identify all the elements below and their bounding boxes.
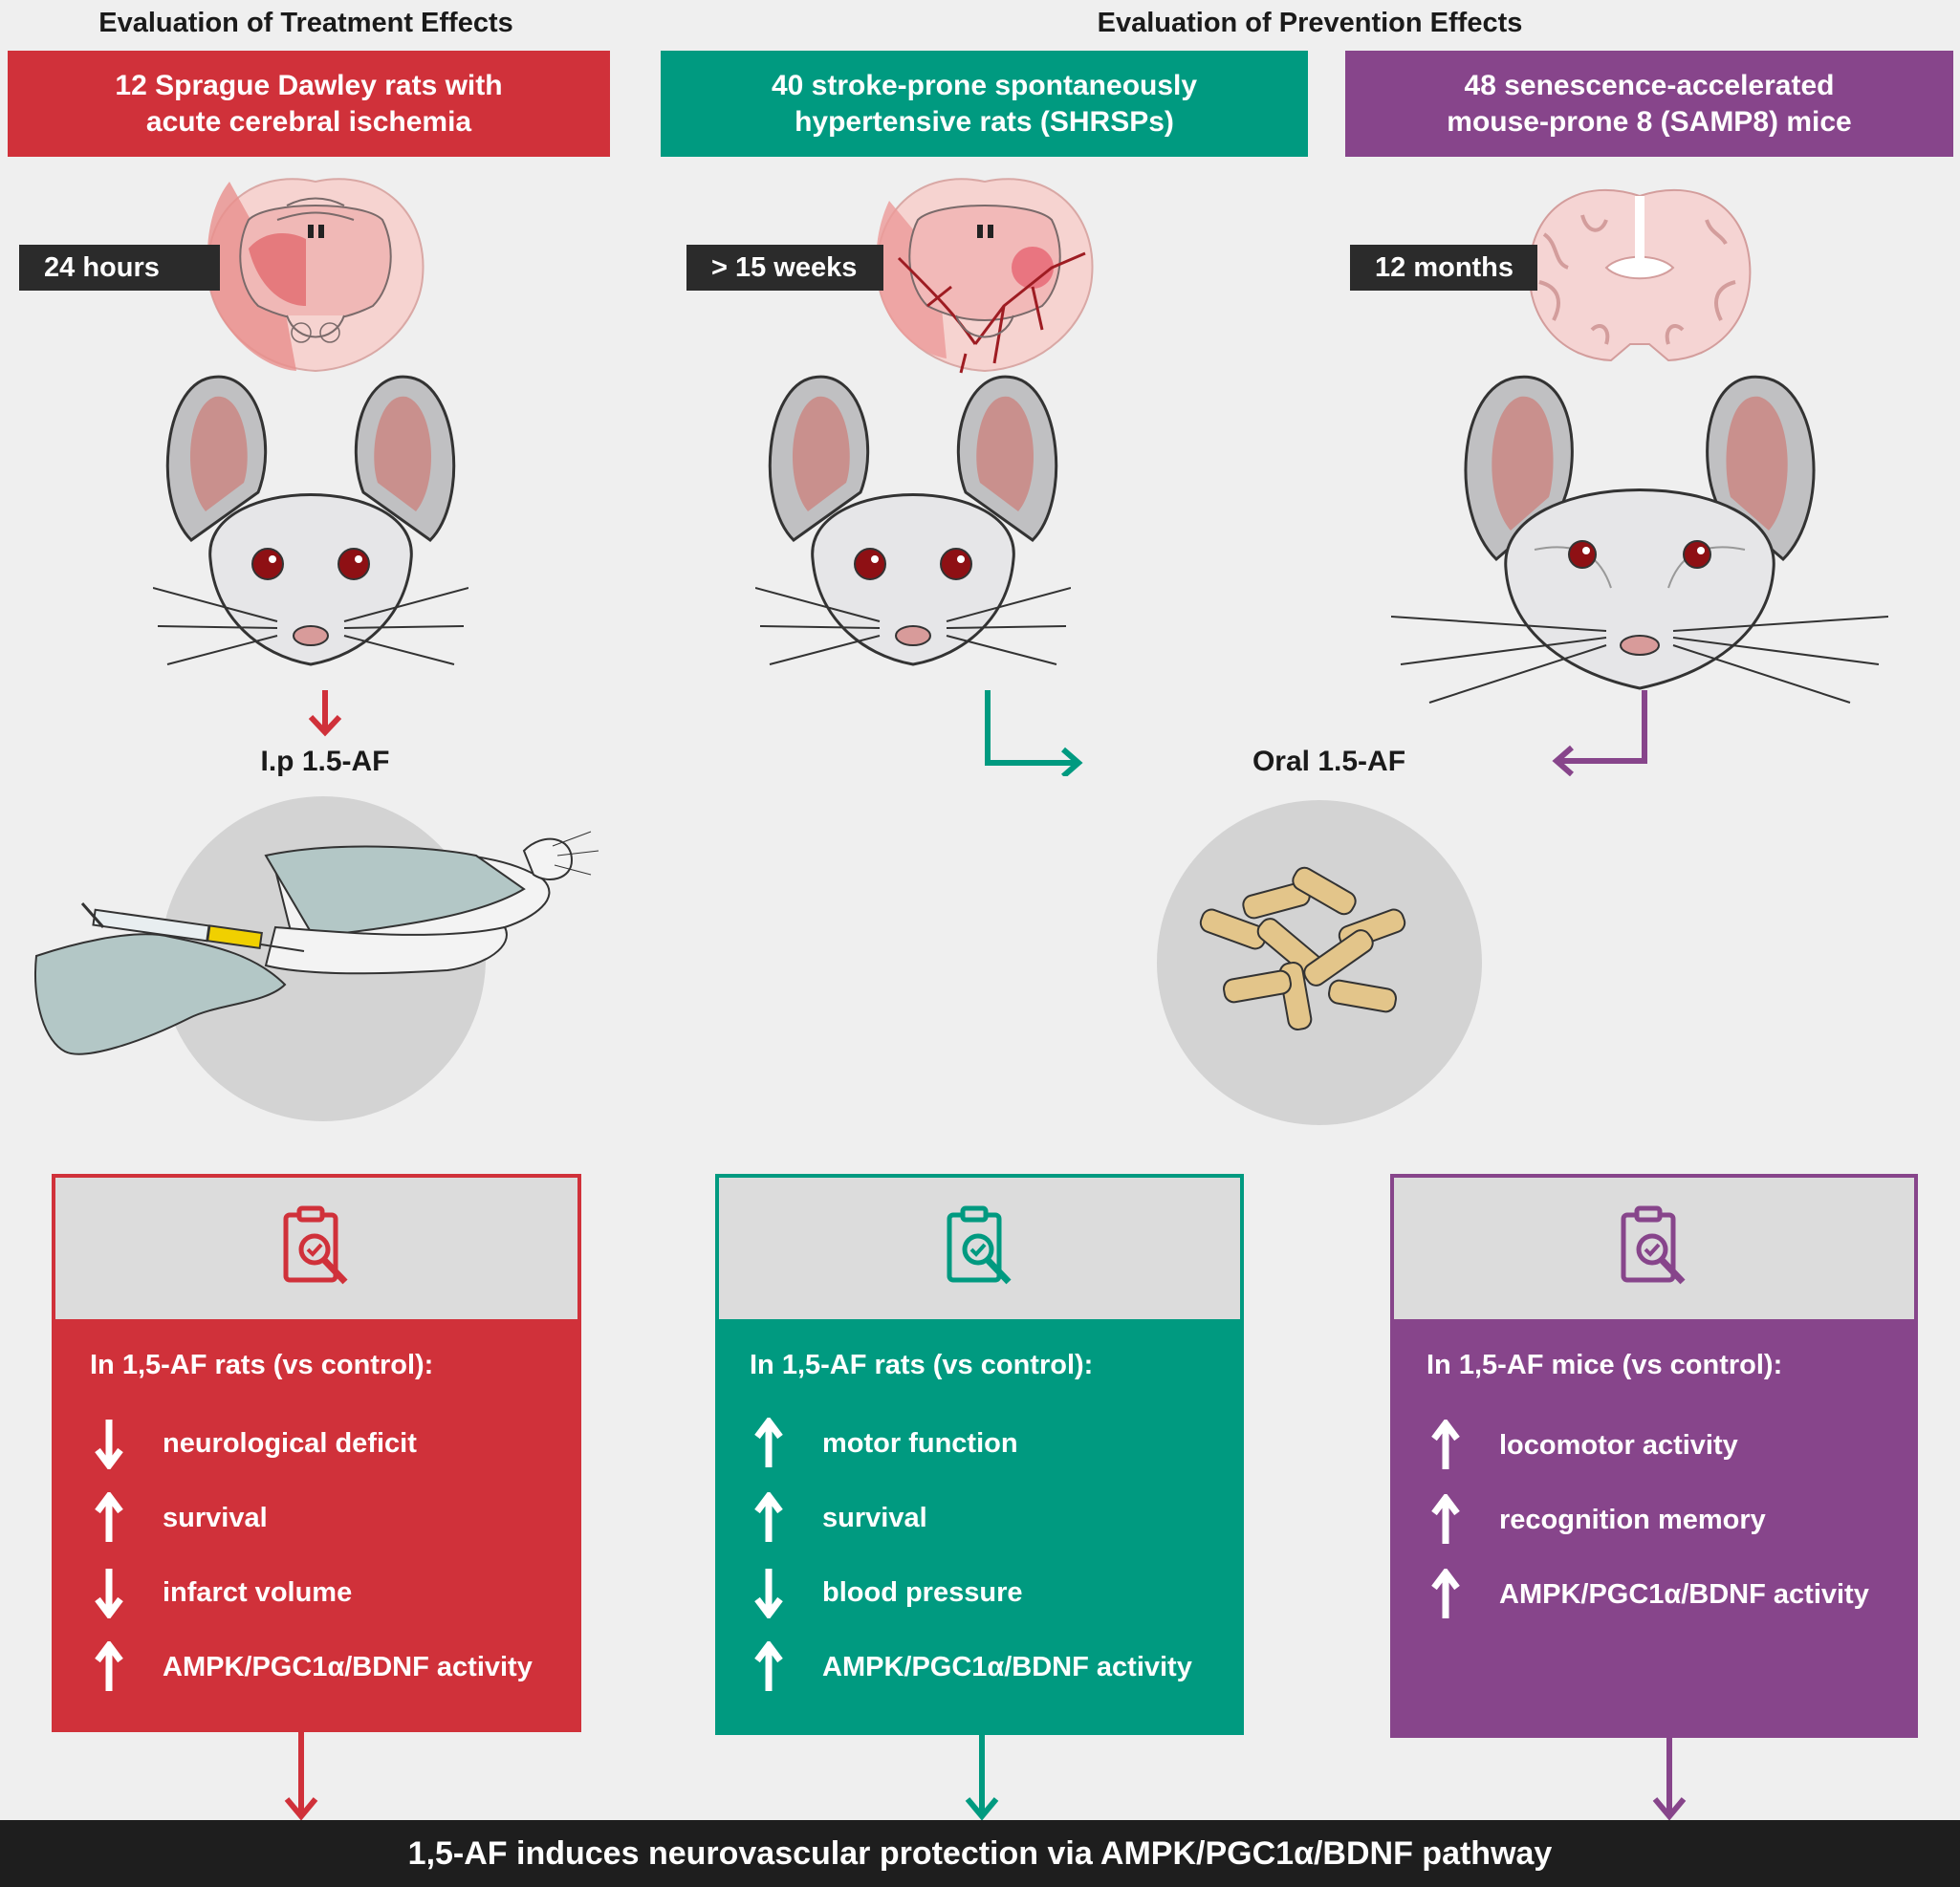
result-item: survival [750,1489,927,1547]
up-arrow-icon [1431,1420,1460,1469]
result-text: blood pressure [822,1576,1023,1608]
conclusion-banner: 1,5-AF induces neurovascular protection … [0,1820,1960,1887]
clipboard-magnifier-icon [1621,1205,1686,1285]
down-arrow-icon [95,1569,123,1618]
oral-route-label: Oral 1.5-AF [1252,746,1406,777]
result-text: motor function [822,1427,1018,1459]
timepoint-label: 24 hours [19,245,220,291]
up-arrow-icon [754,1492,783,1542]
up-arrow-icon [95,1492,123,1542]
result-item: survival [90,1489,268,1547]
purple-route-arrow [1552,690,1647,776]
brain-section-icon [876,178,1094,374]
rat-face-icon [755,375,1071,666]
brain-section-icon [207,178,425,373]
samp8-results-box: In 1,5-AF mice (vs control): locomotor a… [1390,1319,1918,1738]
timepoint-label: 12 months [1350,245,1537,291]
results-intro: In 1,5-AF mice (vs control): [1426,1350,1783,1380]
shrsp-results-box: In 1,5-AF rats (vs control): motor funct… [715,1319,1244,1735]
result-text: AMPK/PGC1α/BDNF activity [163,1651,533,1682]
rat-face-icon [153,375,468,666]
mouse-face-icon [1391,375,1888,704]
up-arrow-icon [1431,1494,1460,1544]
result-item: recognition memory [1426,1491,1766,1549]
result-item: AMPK/PGC1α/BDNF activity [750,1638,1192,1696]
ip-route-label: I.p 1.5-AF [260,746,390,777]
samp8-header: 48 senescence-accelerated mouse-prone 8 … [1345,51,1953,157]
teal-route-arrow [985,690,1083,776]
results-intro: In 1,5-AF rats (vs control): [90,1350,434,1380]
result-item: locomotor activity [1426,1417,1738,1474]
clipboard-magnifier-icon [283,1205,348,1285]
result-item: blood pressure [750,1564,1023,1621]
up-arrow-icon [754,1418,783,1467]
timepoint-label: > 15 weeks [686,245,883,291]
down-arrow-icon [1652,1738,1687,1821]
result-text: survival [163,1502,268,1533]
treatment-section-title: Evaluation of Treatment Effects [98,8,513,38]
result-text: AMPK/PGC1α/BDNF activity [822,1651,1192,1682]
results-icon-box [715,1174,1244,1319]
result-item: AMPK/PGC1α/BDNF activity [90,1638,533,1696]
result-text: survival [822,1502,927,1533]
result-text: AMPK/PGC1α/BDNF activity [1499,1578,1869,1610]
sd-rats-header: 12 Sprague Dawley rats with acute cerebr… [8,51,610,157]
result-text: infarct volume [163,1576,353,1608]
result-text: recognition memory [1499,1504,1766,1535]
down-arrow-icon [308,690,342,737]
results-icon-box [52,1174,581,1319]
syringe-injection-icon [34,831,599,1055]
brain-section-icon [1528,188,1752,362]
down-arrow-icon [754,1569,783,1618]
result-item: AMPK/PGC1α/BDNF activity [1426,1566,1869,1623]
shrsp-header: 40 stroke-prone spontaneously hypertensi… [661,51,1308,157]
prevention-section-title: Evaluation of Prevention Effects [1097,8,1523,38]
up-arrow-icon [754,1641,783,1691]
result-text: locomotor activity [1499,1429,1738,1461]
results-icon-box [1390,1174,1918,1319]
clipboard-magnifier-icon [947,1205,1012,1285]
result-item: motor function [750,1415,1018,1472]
down-arrow-icon [95,1420,123,1469]
down-arrow-icon [284,1732,318,1821]
treatment-results-box: In 1,5-AF rats (vs control): neurologica… [52,1319,581,1732]
down-arrow-icon [965,1735,999,1821]
result-item: infarct volume [90,1564,352,1621]
result-text: neurological deficit [163,1427,417,1459]
up-arrow-icon [95,1641,123,1691]
results-intro: In 1,5-AF rats (vs control): [750,1350,1094,1380]
food-pellets-icon [1199,866,1406,1030]
result-item: neurological deficit [90,1415,417,1472]
up-arrow-icon [1431,1569,1460,1618]
